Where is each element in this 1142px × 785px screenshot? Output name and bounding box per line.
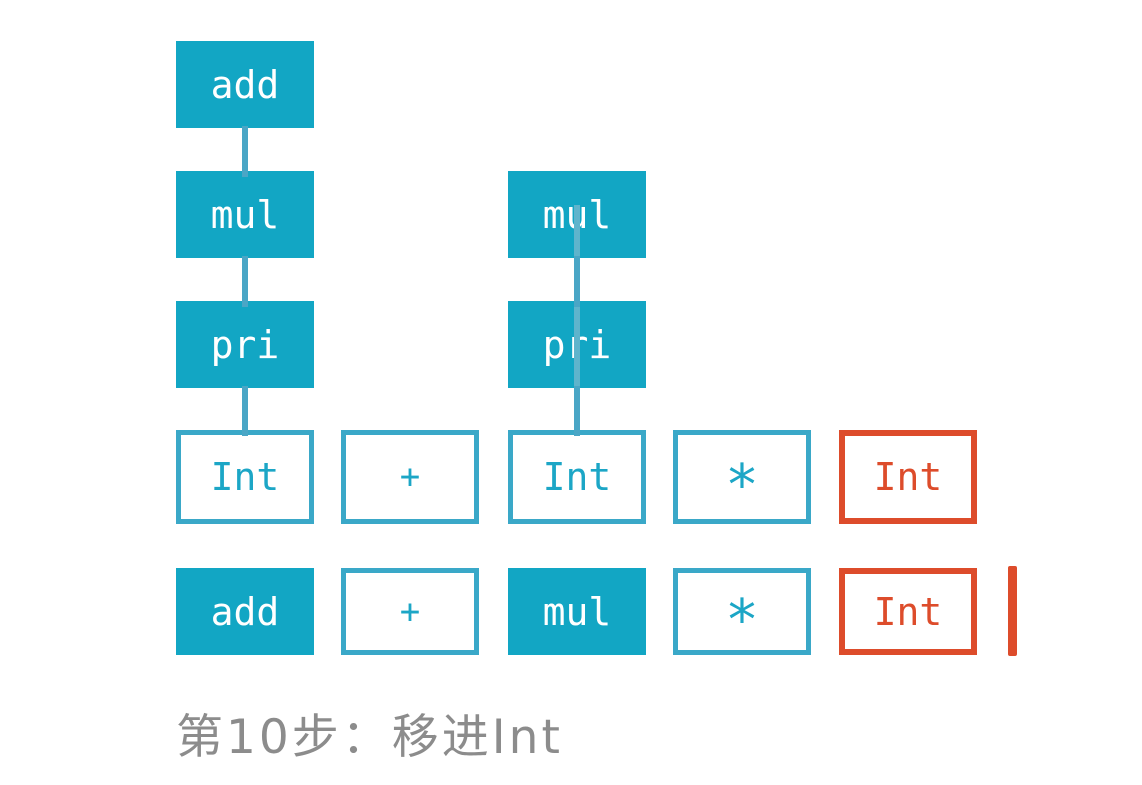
tree-node-pri-left-box: pri [176, 301, 314, 388]
terminal-int-3-box: Int [839, 430, 977, 524]
terminal-int-1-label: Int [210, 455, 280, 499]
connector-mul-to-pri-col2 [574, 256, 580, 307]
stack-item-add-box: add [176, 568, 314, 655]
tree-node-add-box: add [176, 41, 314, 128]
stack-item-int-label: Int [873, 589, 943, 634]
terminal-star-box: * [673, 430, 811, 524]
tree-node-mul-left-label: mul [210, 192, 280, 237]
terminal-star-label: * [725, 453, 759, 518]
stack-item-plus-label: + [399, 591, 421, 632]
stack-item-plus-box: + [341, 568, 479, 655]
tree-node-pri-left-label: pri [210, 322, 280, 367]
connector-pri-to-terminals-col0 [242, 386, 248, 436]
connector-mul-to-terminals-col2 [574, 205, 580, 436]
tree-node-add-label: add [210, 62, 280, 107]
stack-item-mul-label: mul [542, 589, 612, 634]
terminal-int-2-box: Int [508, 430, 646, 524]
terminal-plus-label: + [399, 457, 421, 497]
terminal-plus-box: + [341, 430, 479, 524]
connector-pri-to-terminals-col2 [574, 386, 580, 436]
tree-node-mul-left-box: mul [176, 171, 314, 258]
input-position-bar [1008, 566, 1017, 656]
connector-mul-to-pri-col0 [242, 256, 248, 307]
stack-item-star-label: * [725, 587, 759, 653]
step-caption: 第10步：移进Int [176, 710, 563, 765]
terminal-int-1-box: Int [176, 430, 314, 524]
terminal-int-2-label: Int [542, 455, 612, 499]
stack-item-add-label: add [210, 589, 280, 634]
stack-item-int-box: Int [839, 568, 977, 655]
stack-item-mul-box: mul [508, 568, 646, 655]
stack-item-star-box: * [673, 568, 811, 655]
terminal-int-3-label: Int [873, 455, 943, 499]
connector-add-to-mul-col0 [242, 126, 248, 177]
